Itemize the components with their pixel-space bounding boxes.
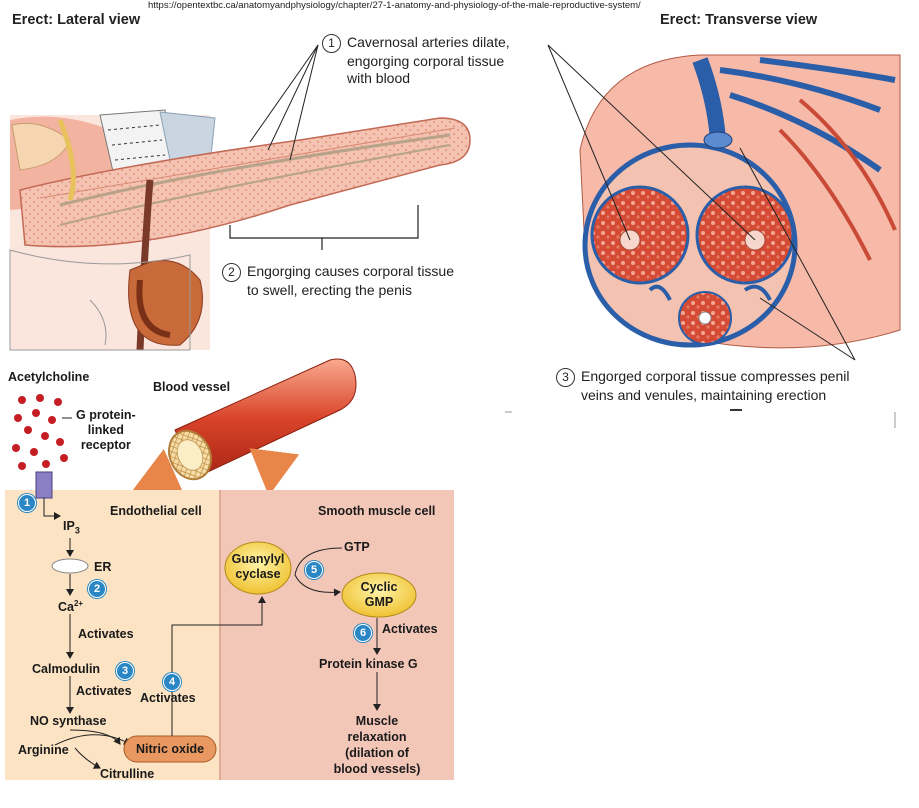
endothelial-cell-panel xyxy=(5,490,220,780)
acetylcholine-dots xyxy=(12,394,68,470)
receptor-label-line-2: linked xyxy=(87,423,124,437)
callout-1-line-3: with blood xyxy=(347,70,411,86)
muscle-relax-line-4: blood vessels) xyxy=(333,762,421,776)
callout-2: 2 Engorging causes corporal tissue to swe… xyxy=(222,263,454,299)
step-3-badge: 3 xyxy=(116,662,134,680)
muscle-relax-line-2: relaxation xyxy=(347,730,407,744)
step-6-badge: 6 xyxy=(354,624,372,642)
endothelial-cell-label: Endothelial cell xyxy=(110,504,202,518)
source-url: https://opentextbc.ca/anatomyandphysiolo… xyxy=(148,0,641,11)
callout-2-number: 2 xyxy=(222,263,241,282)
ip3-subscript: 3 xyxy=(74,525,80,536)
ip3-text: IP xyxy=(63,519,75,533)
calmodulin-label: Calmodulin xyxy=(32,662,101,676)
muscle-relax-line-1: Muscle xyxy=(355,714,399,728)
no-synthase-label: NO synthase xyxy=(30,714,107,728)
protein-kinase-g-label: Protein kinase G xyxy=(319,657,418,671)
callout-3-line-2: veins and venules, maintaining erection xyxy=(581,387,827,403)
activates-label-6: Activates xyxy=(382,622,438,636)
receptor-shape xyxy=(35,471,53,499)
activates-label-2: Activates xyxy=(76,684,132,698)
transverse-view-title: Erect: Transverse view xyxy=(660,12,818,28)
lateral-view-drawing xyxy=(9,44,471,351)
cgmp-line-1: Cyclic xyxy=(360,580,398,594)
guanylyl-line-1: Guanylyl xyxy=(231,552,285,566)
nitric-oxide-label: Nitric oxide xyxy=(135,742,205,756)
step-5-badge: 5 xyxy=(305,561,323,579)
acetylcholine-label: Acetylcholine xyxy=(8,370,90,384)
callout-3-number: 3 xyxy=(556,368,575,387)
muscle-relax-line-3: (dilation of xyxy=(345,746,409,760)
receptor-label-line-3: receptor xyxy=(80,438,131,452)
ip3-label: IP3 xyxy=(63,519,80,536)
er-label: ER xyxy=(94,560,112,574)
callout-2-line-1: Engorging causes corporal tissue xyxy=(247,263,455,279)
step-4-badge: 4 xyxy=(163,673,181,691)
pathway-diagram xyxy=(5,358,454,780)
receptor-label-line-1: G protein- xyxy=(76,408,136,422)
transverse-view-drawing xyxy=(505,44,901,428)
smooth-muscle-cell-panel xyxy=(220,490,454,780)
blood-vessel-label: Blood vessel xyxy=(153,380,231,394)
gtp-label: GTP xyxy=(344,540,370,554)
calcium-superscript: 2+ xyxy=(73,599,84,608)
callout-2-line-2: to swell, erecting the penis xyxy=(247,282,412,298)
callout-1-number: 1 xyxy=(322,34,341,53)
arginine-label: Arginine xyxy=(18,743,69,757)
step-2-badge: 2 xyxy=(88,580,106,598)
cyclic-gmp-label: Cyclic GMP xyxy=(342,580,416,610)
smooth-muscle-cell-label: Smooth muscle cell xyxy=(318,504,436,518)
calcium-text: Ca xyxy=(58,600,74,615)
activates-label-3: Activates xyxy=(140,691,196,705)
callout-3-line-1: Engorged corporal tissue compresses peni… xyxy=(581,368,850,384)
callout-1-line-1: Cavernosal arteries dilate, xyxy=(347,34,510,50)
callout-1-line-2: engorging corporal tissue xyxy=(347,53,505,69)
guanylyl-line-2: cyclase xyxy=(235,567,281,581)
citrulline-label: Citrulline xyxy=(100,767,155,781)
activates-label-1: Activates xyxy=(78,627,134,641)
lateral-view-title: Erect: Lateral view xyxy=(12,12,141,28)
cgmp-line-2: GMP xyxy=(364,595,394,609)
calcium-label: Ca2+ xyxy=(58,599,83,614)
guanylyl-cyclase-label: Guanylyl cyclase xyxy=(225,552,291,582)
callout-1: 1 Cavernosal arteries dilate, engorging c… xyxy=(322,34,510,87)
callout-3: 3 Engorged corporal tissue compresses pen… xyxy=(556,368,849,404)
receptor-label: G protein- linked receptor xyxy=(76,408,136,453)
muscle-relaxation-label: Muscle relaxation (dilation of blood ves… xyxy=(318,713,436,777)
step-1-badge: 1 xyxy=(18,494,36,512)
